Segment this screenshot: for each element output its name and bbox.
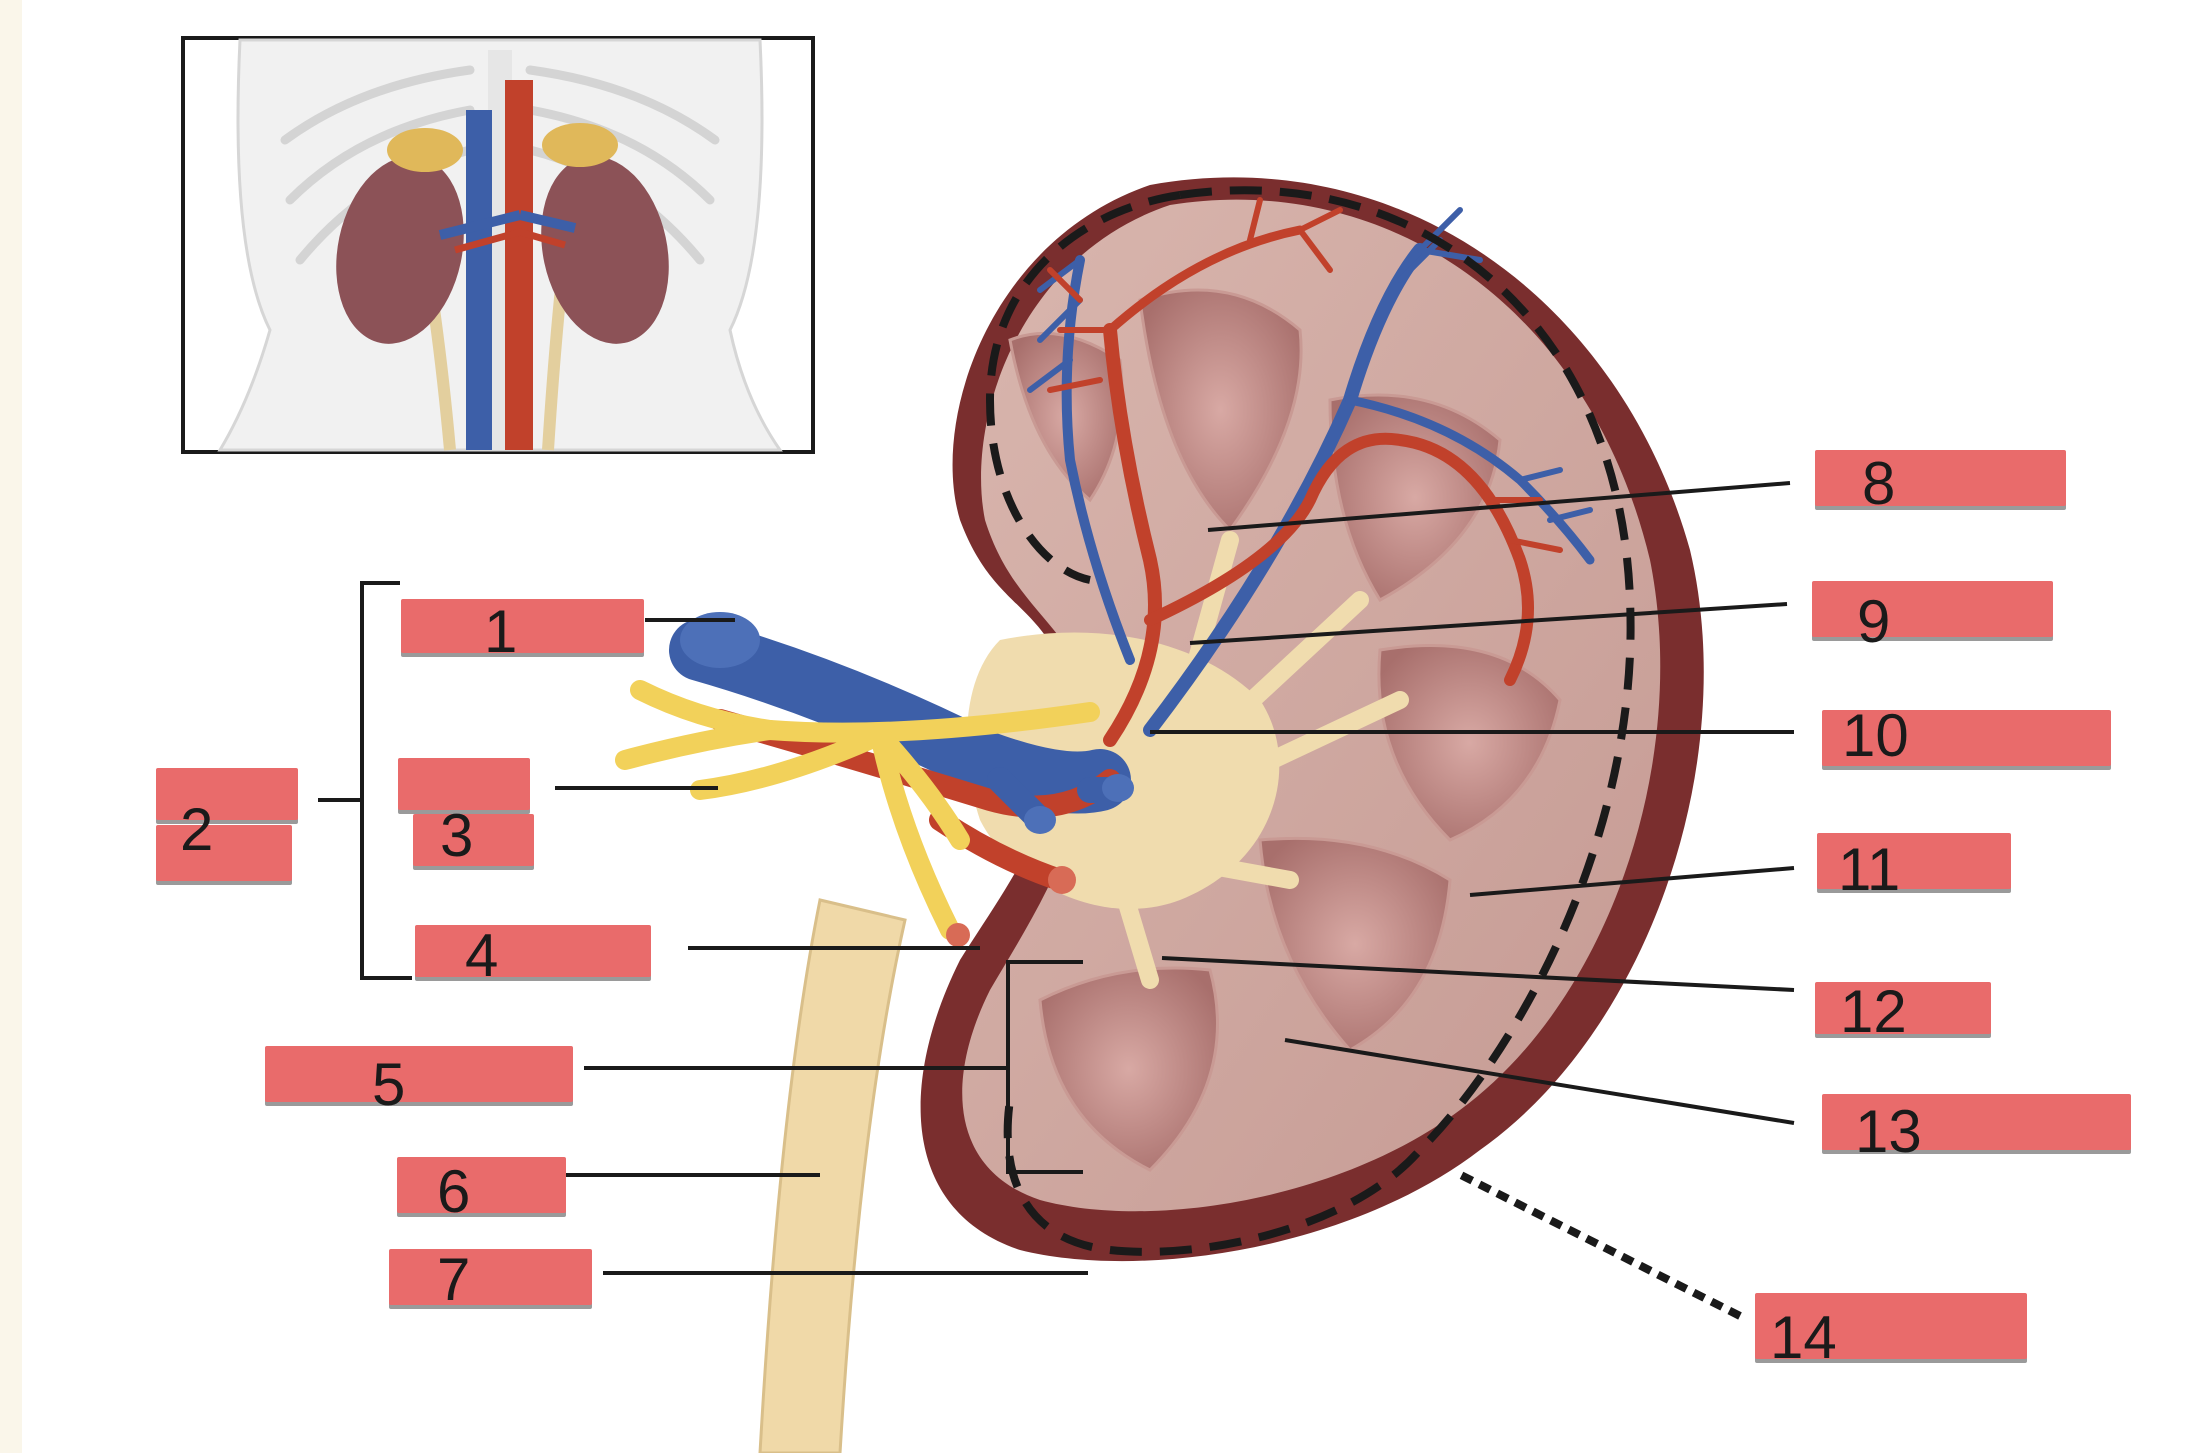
- label-box-11[interactable]: [1817, 833, 2011, 889]
- body-inset-illustration: [181, 36, 815, 454]
- label-box-1[interactable]: [401, 599, 644, 653]
- bracket-group-5: [584, 960, 1083, 1174]
- label-number-12: 12: [1840, 978, 1907, 1045]
- label-number-13: 13: [1855, 1098, 1922, 1165]
- label-box-8[interactable]: [1815, 450, 2066, 506]
- label-number-6: 6: [437, 1158, 471, 1225]
- label-box-7[interactable]: [389, 1249, 592, 1305]
- label-box-6[interactable]: [397, 1157, 566, 1213]
- label-number-9: 9: [1857, 588, 1891, 655]
- label-box-3-bottom[interactable]: [413, 814, 534, 866]
- label-number-1: 1: [484, 598, 518, 665]
- bracket-group-2: [318, 581, 412, 980]
- label-box-3-top[interactable]: [398, 758, 530, 810]
- label-number-10: 10: [1842, 702, 1909, 769]
- label-box-5[interactable]: [265, 1046, 573, 1102]
- label-box-14[interactable]: [1755, 1293, 2027, 1359]
- page-edge-strip: [0, 0, 22, 1453]
- label-number-5: 5: [372, 1051, 406, 1118]
- label-number-11: 11: [1838, 836, 1901, 903]
- label-box-10[interactable]: [1822, 710, 2111, 766]
- label-box-2-top[interactable]: [156, 768, 298, 820]
- label-number-8: 8: [1862, 450, 1896, 517]
- label-number-7: 7: [437, 1246, 471, 1313]
- label-number-2: 2: [180, 796, 214, 863]
- leader-lines: [555, 481, 1795, 1320]
- label-number-3: 3: [440, 802, 474, 869]
- label-number-4: 4: [465, 922, 499, 989]
- kidney-cross-section-illustration: [615, 177, 1704, 1453]
- label-box-12[interactable]: [1815, 982, 1991, 1034]
- label-box-2-bottom[interactable]: [156, 825, 292, 881]
- label-box-4[interactable]: [415, 925, 651, 977]
- label-number-14: 14: [1770, 1304, 1837, 1371]
- label-box-13[interactable]: [1822, 1094, 2131, 1150]
- label-box-9[interactable]: [1812, 581, 2053, 637]
